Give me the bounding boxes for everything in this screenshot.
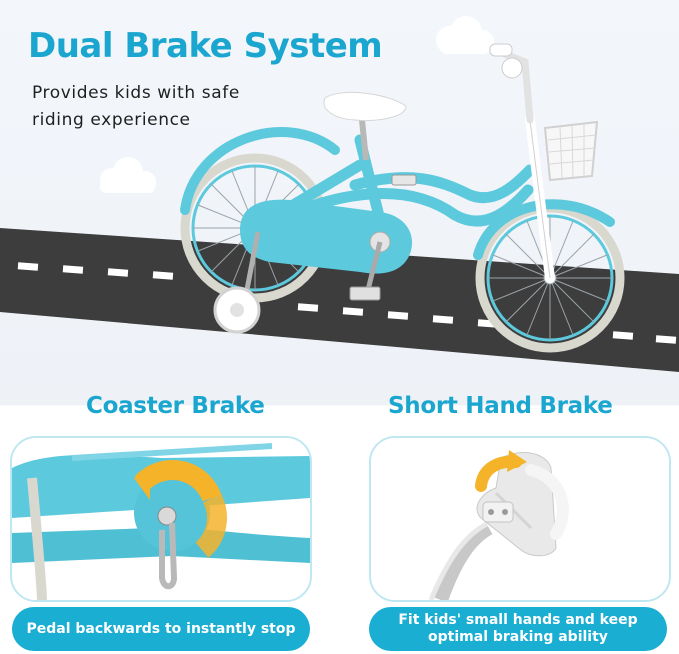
hand-brake-caption-text: Fit kids' small hands and keep optimal b…	[398, 612, 638, 645]
bicycle-illustration	[180, 43, 625, 353]
cloud-icon	[436, 16, 494, 54]
rotation-arrow-icon	[134, 470, 150, 500]
coaster-brake-title: Coaster Brake	[86, 393, 265, 419]
rotation-arrow-icon	[507, 450, 527, 472]
hand-brake-title: Short Hand Brake	[388, 393, 613, 419]
hand-brake-caption: Fit kids' small hands and keep optimal b…	[369, 607, 667, 651]
page-title: Dual Brake System	[28, 26, 383, 66]
coaster-brake-caption-text: Pedal backwards to instantly stop	[26, 620, 296, 637]
hand-brake-illustration	[371, 438, 669, 600]
coaster-brake-panel	[10, 436, 312, 602]
coaster-brake-caption: Pedal backwards to instantly stop	[12, 607, 310, 651]
hand-brake-panel	[369, 436, 671, 602]
coaster-brake-illustration	[12, 438, 310, 600]
cloud-icon	[100, 157, 156, 193]
page-subtitle: Provides kids with safe riding experienc…	[32, 83, 240, 130]
